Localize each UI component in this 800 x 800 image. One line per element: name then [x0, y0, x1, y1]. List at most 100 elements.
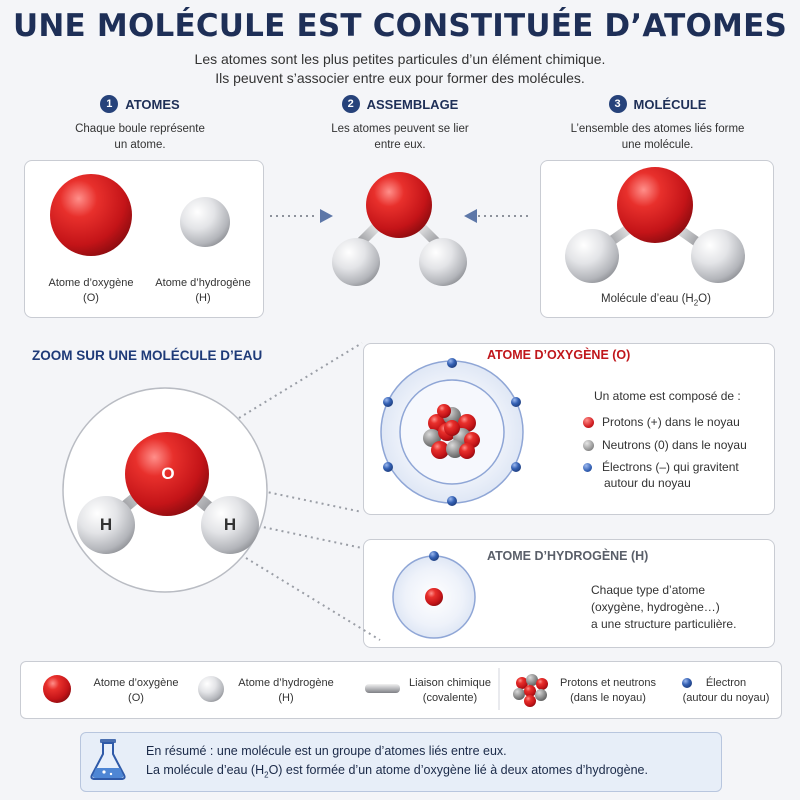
hydrogen-atom-ball [180, 197, 230, 247]
step-description-line: Les atomes peuvent se lier [331, 123, 469, 135]
step-1: 1 ATOMES Chaque boule représente un atome… [50, 95, 230, 153]
step-number: 2 [341, 95, 360, 113]
legend-text: Atome d’hydrogène [238, 677, 334, 689]
legend-hydrogen-label: Atome d’hydrogène (H) [226, 676, 346, 706]
oxygen-atom-ball [50, 174, 132, 256]
hydrogen-atom-ball [565, 229, 619, 283]
water-molecule-assembly [332, 172, 467, 286]
step-description-line: L’ensemble des atomes liés forme [570, 123, 745, 135]
step-description-line: une molécule. [621, 139, 694, 151]
neutrons-text: Neutrons (0) dans le noyau [602, 438, 747, 452]
hydrogen-atom-ball [77, 496, 135, 554]
step-number: 3 [608, 95, 627, 113]
electron-dot [447, 496, 457, 506]
legend-oxygen-label: Atome d’oxygène (O) [76, 676, 196, 706]
zoom-connector [197, 342, 363, 444]
subtitle-line-1: Les atomes sont les plus petites particu… [194, 51, 606, 67]
hydrogen-atom-ball [691, 229, 745, 283]
step-description-line: Chaque boule représente [75, 123, 205, 135]
step-title: MOLÉCULE [633, 96, 707, 112]
hydrogen-label-text: Atome d’hydrogène [155, 277, 251, 289]
electrons-text-line2: autour du noyau [604, 476, 691, 490]
step-description-line: entre eux. [374, 139, 426, 151]
oxygen-letter: O [161, 464, 175, 483]
protons-text: Protons (+) dans le noyau [602, 415, 740, 429]
summary-line2-subscript: 2 [264, 770, 269, 780]
molecule-label-suffix: O) [698, 293, 711, 305]
legend-text: (H) [278, 692, 294, 704]
arrow-left-icon [464, 209, 477, 223]
step-number: 1 [100, 95, 119, 113]
legend-bond-label: Liaison chimique (covalente) [402, 676, 498, 706]
hydrogen-atom-label: Atome d’hydrogène (H) [148, 276, 258, 306]
legend-text: Liaison chimique [409, 677, 491, 689]
step-3: 3 MOLÉCULE L’ensemble des atomes liés for… [545, 95, 770, 153]
zoom-section-title: ZOOM SUR UNE MOLÉCULE D’EAU [32, 348, 263, 363]
hydrogen-atom-ball [419, 238, 467, 286]
oxygen-atom-ball [125, 432, 209, 516]
atom-composition-intro: Un atome est composé de : [594, 389, 741, 403]
hydrogen-letter-left: H [99, 515, 113, 534]
electron-dot [447, 358, 457, 368]
summary-line-1: En résumé : une molécule est un groupe d… [146, 744, 507, 758]
electron-dot [383, 397, 393, 407]
legend-text: (dans le noyau) [570, 692, 646, 704]
oxygen-atom-title: ATOME D’OXYGÈNE (O) [487, 348, 631, 362]
electron-dot [511, 462, 521, 472]
legend-nucleus-label: Protons et neutrons (dans le noyau) [550, 676, 666, 706]
legend-text: (O) [128, 692, 144, 704]
legend-text: Protons et neutrons [559, 677, 656, 689]
legend-bar [20, 661, 782, 719]
legend-text: (autour du noyau) [682, 692, 770, 704]
hydrogen-symbol-text: (H) [195, 292, 211, 304]
legend-neutrons: Neutrons (0) dans le noyau [583, 437, 747, 453]
legend-electrons: Électrons (–) qui gravitent autour du no… [583, 459, 739, 491]
summary-line2-suffix: O) est formée d’un atome d’oxygène lié à… [268, 763, 648, 777]
legend-text: Atome d’oxygène [93, 677, 179, 689]
legend-oxygen-icon [43, 675, 71, 703]
arrow-right-icon [320, 209, 333, 223]
step-description-line: un atome. [114, 139, 166, 151]
step-title: ASSEMBLAGE [366, 96, 459, 112]
hydrogen-atom-ball [201, 496, 259, 554]
electrons-text-line1: Électrons (–) qui gravitent [602, 460, 739, 474]
subtitle-line-2: Ils peuvent s’associer entre eux pour fo… [215, 70, 585, 86]
hydrogen-atom-ball [332, 238, 380, 286]
hydrogen-atom-title: ATOME D’HYDROGÈNE (H) [487, 549, 649, 563]
electron-bullet-icon [583, 463, 592, 473]
zoom-connector [245, 557, 381, 641]
legend-electron-label: Électron (autour du noyau) [672, 676, 780, 706]
legend-hydrogen-icon [198, 676, 224, 702]
oxygen-nucleus [423, 404, 480, 459]
electron-dot [429, 551, 439, 561]
oxygen-atom-ball [366, 172, 432, 238]
electron-dot [383, 462, 393, 472]
page-title: UNE MOLÉCULE EST CONSTITUÉE D’ATOMES [13, 8, 787, 44]
summary-line2-prefix: La molécule d’eau (H [146, 763, 265, 777]
step-description: L’ensemble des atomes liés forme une mol… [545, 121, 770, 153]
proton-bullet-icon [583, 417, 594, 429]
legend-electron-icon [682, 678, 692, 688]
hydrogen-atom-description: Chaque type d’atome (oxygène, hydrogène…… [591, 582, 736, 633]
hydrogen-desc-line: a une structure particulière. [591, 617, 737, 631]
molecule-label-prefix: Molécule d’eau (H [601, 293, 694, 305]
step-2: 2 ASSEMBLAGE Les atomes peuvent se lier e… [300, 95, 500, 153]
summary-line-2: La molécule d’eau (H2O) est formée d’un … [146, 761, 648, 785]
legend-text: Électron [705, 677, 747, 689]
summary-text: En résumé : une molécule est un groupe d… [146, 742, 648, 785]
hydrogen-desc-line: Chaque type d’atome [591, 583, 706, 597]
page-subtitle: Les atomes sont les plus petites particu… [0, 50, 800, 88]
water-molecule-label: Molécule d’eau (H2O) [540, 292, 772, 310]
hydrogen-nucleus [425, 588, 443, 606]
step-title: ATOMES [125, 96, 180, 112]
legend-text: (covalente) [422, 692, 478, 704]
legend-bond-icon [365, 684, 400, 693]
molecule-label-subscript: 2 [693, 298, 699, 308]
step-description: Chaque boule représente un atome. [50, 121, 230, 153]
electron-dot [511, 397, 521, 407]
